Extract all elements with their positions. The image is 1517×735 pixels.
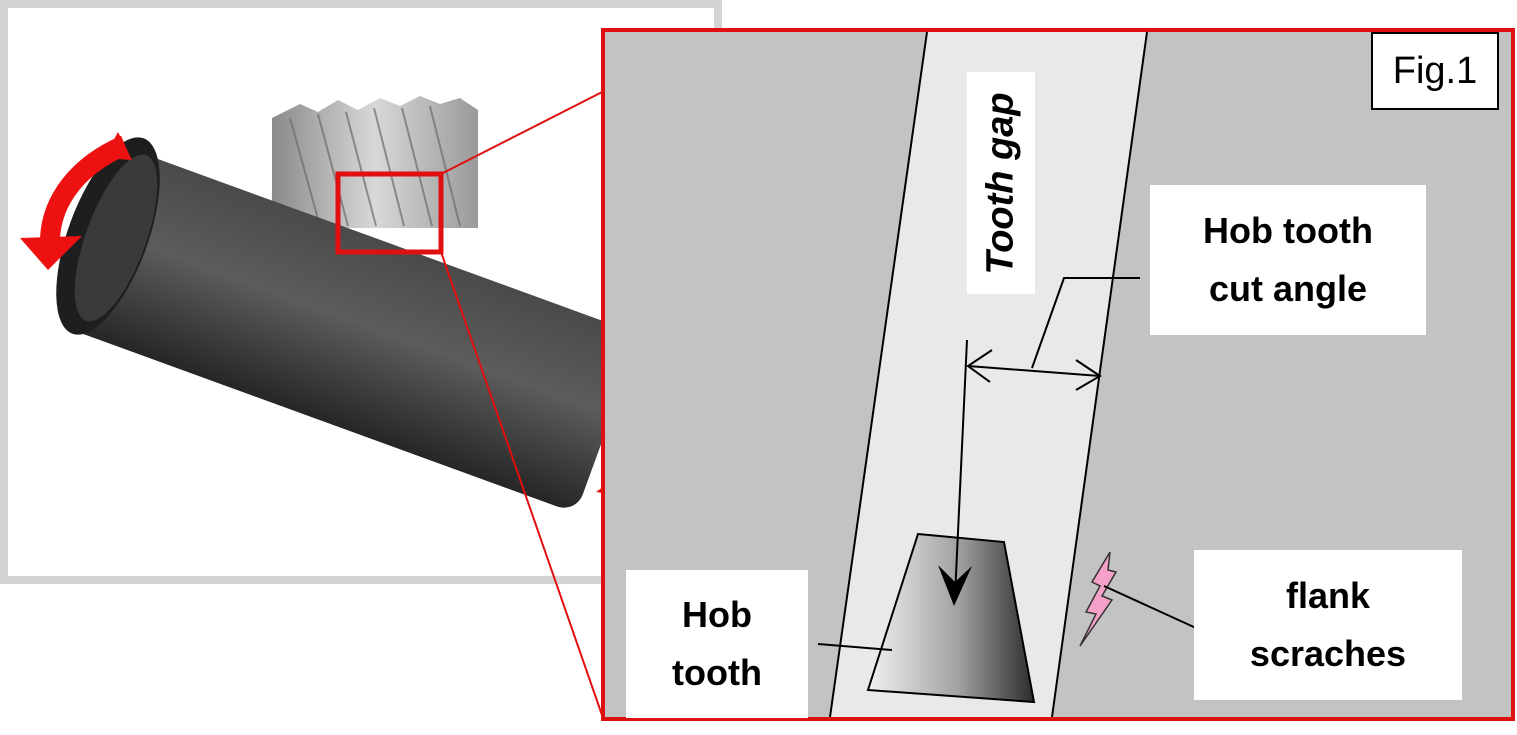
tooth-gap-band [830,32,1147,717]
tooth-gap-label: Tooth gap [967,72,1035,294]
flank-line1: flank [1285,575,1370,617]
cut-angle-dimension [966,349,1102,391]
arrow-down-icon [938,565,972,606]
zoom-marker [335,171,444,255]
hob-tooth-line2: tooth [672,652,762,693]
figure-label: Fig.1 [1371,32,1499,110]
hob-tooth-label: Hob tooth [626,570,808,718]
cut-angle-label: Hob tooth cut angle [1150,185,1426,335]
lightning-scratch-icon [1079,551,1118,647]
tooth-gap-text: Tooth gap [979,91,1022,275]
curved-arrow-icon [20,132,132,270]
cut-angle-line1: Hob tooth [1203,210,1373,252]
leader-hob-tooth [817,643,893,651]
zoom-line-bottom [440,251,604,719]
hob-cutter [56,137,636,508]
hob-tooth-line1: Hob [682,594,752,636]
cut-path-line [954,339,968,597]
cut-angle-line2: cut angle [1208,268,1368,309]
flank-scratches-label: flank scraches [1194,550,1462,700]
gear-workpiece [272,96,478,228]
flank-line2: scraches [1249,633,1407,674]
leader-flank [1103,585,1197,629]
leader-cut-angle [1031,277,1140,369]
hob-tooth-shape [866,532,1036,704]
